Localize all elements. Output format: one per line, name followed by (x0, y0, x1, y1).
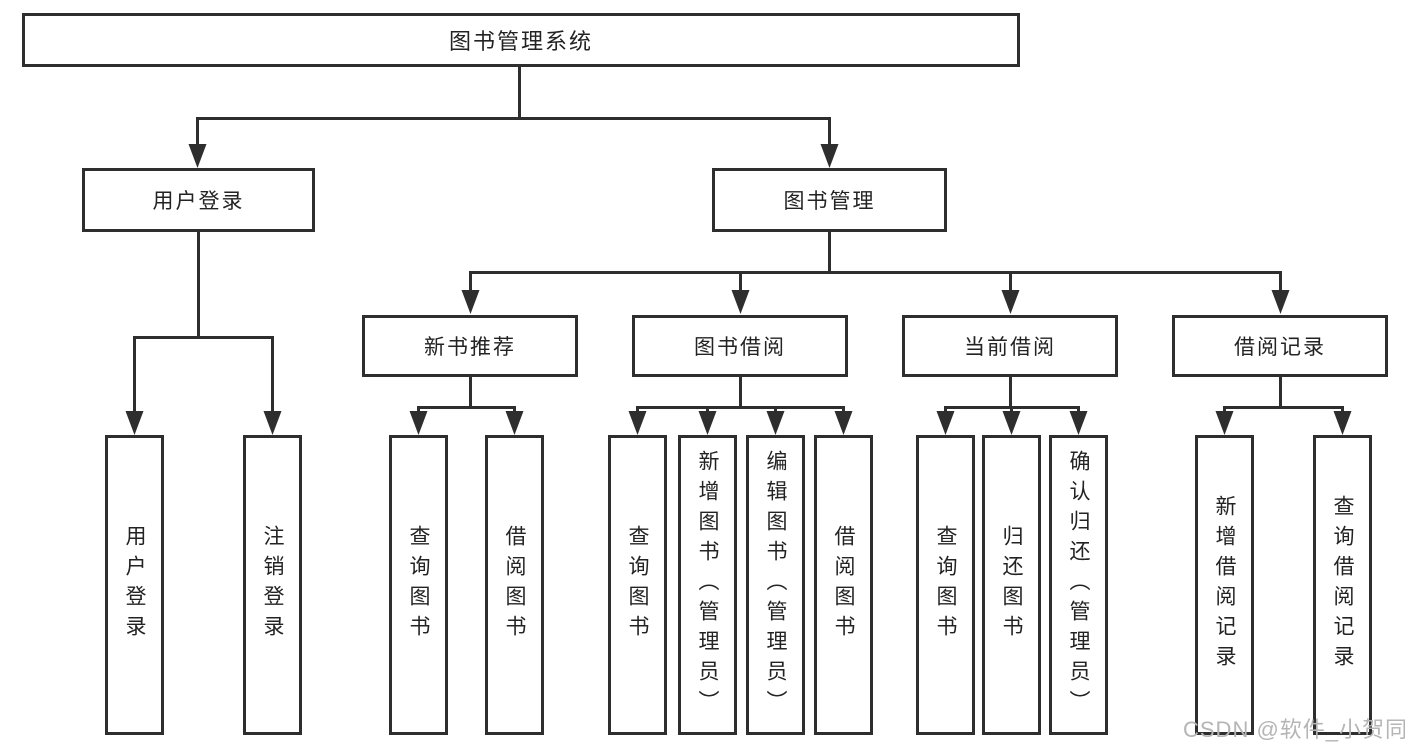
leaf-label: 查询借阅记录 (1331, 495, 1354, 675)
node-new-book-recommendation: 新书推荐 (362, 315, 578, 377)
arrow-down-icon (766, 411, 785, 435)
leaf-query-books-borrowing: 查询图书 (608, 435, 667, 735)
arrow-down-icon (1002, 411, 1021, 435)
leaf-label: 查询图书 (626, 525, 649, 645)
node-user-login: 用户登录 (82, 168, 315, 232)
node-book-borrowing: 图书借阅 (632, 315, 848, 377)
arrow-down-icon (1215, 411, 1234, 435)
arrow-down-icon (125, 411, 144, 435)
leaf-label: 借阅图书 (832, 525, 855, 645)
leaf-logout: 注销登录 (243, 435, 302, 735)
arrow-down-icon (1001, 290, 1020, 314)
leaf-label: 确认归还（管理员） (1067, 450, 1090, 720)
arrow-down-icon (628, 411, 647, 435)
arrow-down-icon (409, 411, 428, 435)
arrow-down-icon (505, 411, 524, 435)
connector-new-book-recommendation (417, 375, 516, 415)
leaf-label: 新增借阅记录 (1213, 495, 1236, 675)
arrow-down-icon (936, 411, 955, 435)
leaf-return-books: 归还图书 (982, 435, 1041, 735)
arrow-down-icon (1333, 411, 1352, 435)
leaf-borrow-books-borrowing: 借阅图书 (814, 435, 873, 735)
connector-book-management (469, 230, 1282, 294)
leaf-label: 编辑图书（管理员） (764, 450, 787, 720)
leaf-edit-book-admin: 编辑图书（管理员） (746, 435, 805, 735)
leaf-confirm-return-admin: 确认归还（管理员） (1049, 435, 1108, 735)
connector-user-login (133, 230, 274, 415)
leaf-user-login: 用户登录 (105, 435, 164, 735)
node-borrowing-records: 借阅记录 (1172, 315, 1388, 377)
leaf-label: 归还图书 (1000, 525, 1023, 645)
leaf-add-book-admin: 新增图书（管理员） (678, 435, 737, 735)
leaf-add-borrow-record: 新增借阅记录 (1195, 435, 1254, 735)
node-current-borrowing: 当前借阅 (902, 315, 1118, 377)
connector-borrowing-records (1223, 375, 1344, 415)
leaf-label: 查询图书 (407, 525, 430, 645)
leaf-query-books-current: 查询图书 (916, 435, 975, 735)
arrow-down-icon (461, 290, 480, 314)
arrow-down-icon (1271, 290, 1290, 314)
arrow-down-icon (263, 411, 282, 435)
connector-book-borrowing (636, 375, 845, 415)
connector-current-borrowing (944, 375, 1080, 415)
leaf-borrow-books-recommendation: 借阅图书 (485, 435, 544, 735)
leaf-label: 查询图书 (934, 525, 957, 645)
csdn-watermark: CSDN @软件_小贺同学 (1183, 717, 1405, 742)
node-book-management: 图书管理 (712, 168, 947, 232)
arrow-down-icon (834, 411, 853, 435)
arrow-down-icon (731, 290, 750, 314)
leaf-label: 用户登录 (123, 525, 146, 645)
arrow-down-icon (1069, 411, 1088, 435)
leaf-query-borrow-record: 查询借阅记录 (1313, 435, 1372, 735)
arrow-down-icon (188, 144, 207, 168)
leaf-label: 注销登录 (261, 525, 284, 645)
leaf-label: 新增图书（管理员） (696, 450, 719, 720)
connector-root (196, 65, 831, 148)
arrow-down-icon (698, 411, 717, 435)
leaf-query-books-recommendation: 查询图书 (389, 435, 448, 735)
arrow-down-icon (820, 144, 839, 168)
leaf-label: 借阅图书 (503, 525, 526, 645)
node-root-library-system: 图书管理系统 (22, 13, 1020, 67)
